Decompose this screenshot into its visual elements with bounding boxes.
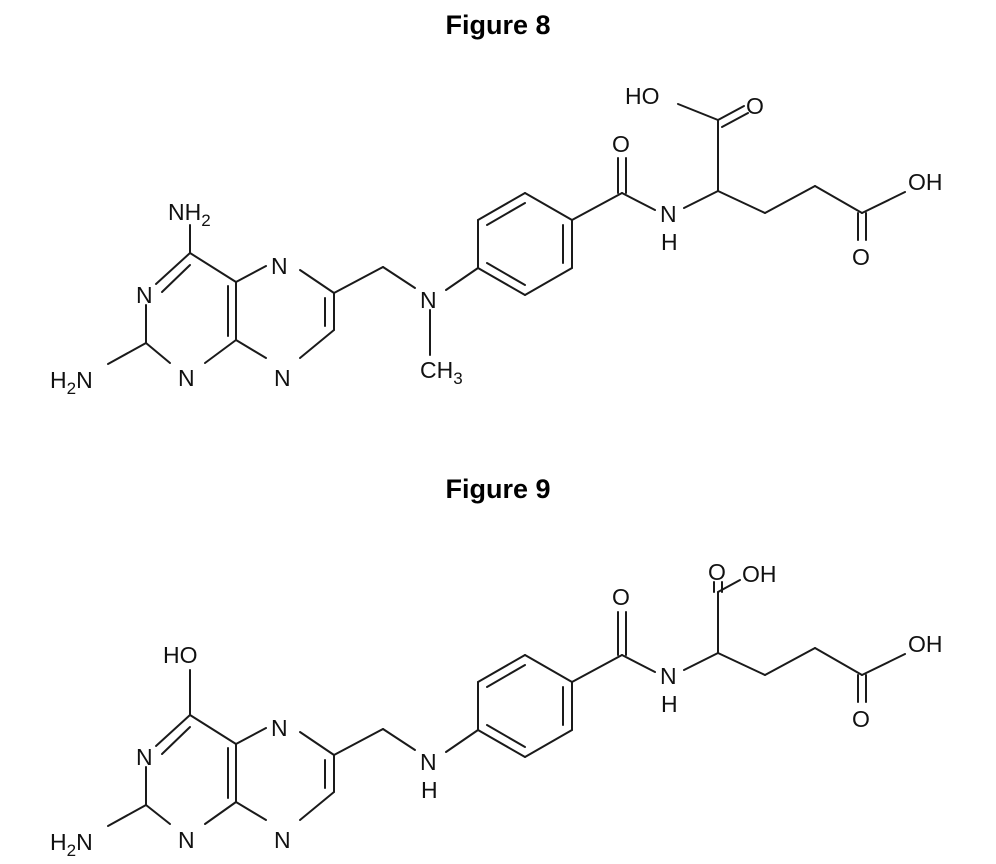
pyrazine-ring-bonds <box>235 265 384 359</box>
pyrazine-ring-bonds <box>235 727 384 821</box>
n-label-amine: N <box>420 287 437 313</box>
ho-label-acid: HO <box>625 83 660 109</box>
h-label-amide: H <box>661 229 678 255</box>
n-label-ring1-bottom: N <box>178 827 195 853</box>
figure-8-title: Figure 8 <box>445 10 551 40</box>
n-label-ring2-bottom: N <box>274 827 291 853</box>
amino-label-left: H2N <box>50 367 93 398</box>
o-label-amide: O <box>612 131 630 157</box>
o-label-side: O <box>852 244 870 270</box>
glutamate-bonds <box>571 103 906 241</box>
o-label-acid: O <box>746 93 764 119</box>
n-label-amide: N <box>660 663 677 689</box>
n-label-ring1-left: N <box>136 744 153 770</box>
n-label-amide: N <box>660 201 677 227</box>
figure-9-title: Figure 9 <box>445 474 551 504</box>
hydroxy-label-top: HO <box>163 642 198 668</box>
oh-label-side: OH <box>908 631 943 657</box>
o-label-acid: O <box>708 559 726 585</box>
amine-bonds <box>382 728 479 753</box>
h-label-amine: H <box>421 777 438 803</box>
pyrimidine-ring-bonds <box>107 224 237 365</box>
n-label-ring2-top: N <box>271 715 288 741</box>
methylamine-bonds <box>382 266 479 356</box>
benzene-ring-bonds <box>477 654 573 758</box>
amino-label-top: NH2 <box>168 199 211 230</box>
o-label-side: O <box>852 706 870 732</box>
figure-9-structure: HO N N N N H2N N H O N H O OH OH O <box>50 559 943 860</box>
pyrimidine-ring-bonds <box>107 669 237 827</box>
n-label-amine: N <box>420 749 437 775</box>
benzene-ring-bonds <box>477 192 573 296</box>
n-label-ring2-bottom: N <box>274 365 291 391</box>
methyl-label: CH3 <box>420 357 463 388</box>
h-label-amide: H <box>661 691 678 717</box>
glutamate-bonds <box>571 579 906 703</box>
n-label-ring2-top: N <box>271 253 288 279</box>
amino-label-left: H2N <box>50 829 93 860</box>
oh-label-side: OH <box>908 169 943 195</box>
figure-8-structure: NH2 N N N N H2N N CH3 O N H HO O OH O <box>50 83 943 398</box>
n-label-ring1-left: N <box>136 282 153 308</box>
n-label-ring1-bottom: N <box>178 365 195 391</box>
o-label-amide: O <box>612 584 630 610</box>
oh-label-acid: OH <box>742 561 777 587</box>
